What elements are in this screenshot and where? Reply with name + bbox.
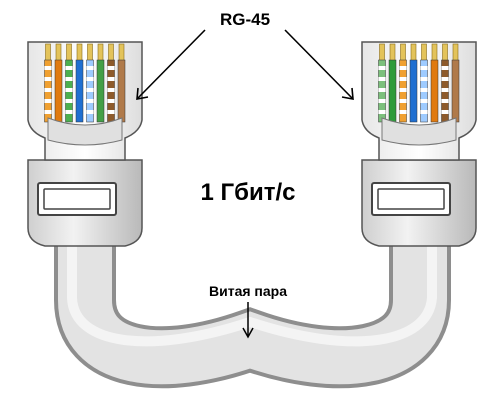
right-wire-stripe: [420, 66, 428, 70]
right-wire-stripe: [441, 66, 449, 70]
right-wire-8: [451, 59, 460, 123]
left-wire-2: [54, 59, 63, 123]
right-contact-pins: [379, 43, 459, 63]
right-wire-group: [378, 59, 460, 123]
right-wire-stripe: [441, 88, 449, 92]
left-contact-pin-4: [76, 43, 83, 63]
left-contact-pin-3: [66, 43, 72, 63]
right-wire-2: [388, 59, 397, 123]
left-wire-stripe: [65, 66, 73, 70]
right-rj45-connector: [361, 41, 477, 247]
right-wire-stripe: [420, 88, 428, 92]
left-wire-stripe: [65, 77, 73, 81]
left-wire-8: [117, 59, 126, 123]
right-wire-stripe: [399, 88, 407, 92]
left-wire-stripe: [86, 110, 94, 114]
left-wire-4: [75, 59, 84, 123]
left-wire-stripe: [44, 77, 52, 81]
right-wire-stripe: [441, 110, 449, 114]
left-rj45-connector: [27, 41, 143, 247]
right-wire-stripe: [378, 99, 386, 103]
left-wire-stripe: [107, 66, 115, 70]
left-wire-stripe: [65, 110, 73, 114]
left-wire-stripe: [86, 99, 94, 103]
cable-type-label: Витая пара: [209, 283, 287, 299]
left-contact-pin-1: [45, 43, 51, 63]
left-wire-stripe: [44, 110, 52, 114]
right-contact-pin-8: [452, 43, 459, 63]
left-contact-pin-2: [55, 43, 62, 63]
left-wire-6: [96, 59, 105, 123]
left-wire-stripe: [107, 88, 115, 92]
right-wire-stripe: [420, 77, 428, 81]
cable-pointer-arrow: [242, 302, 254, 339]
right-wire-stripe: [399, 66, 407, 70]
left-wire-stripe: [107, 77, 115, 81]
left-boot-latch: [37, 182, 117, 216]
left-wire-stripe: [65, 88, 73, 92]
left-contact-pin-7: [108, 43, 114, 63]
right-wire-stripe: [378, 77, 386, 81]
cable-shine: [67, 235, 437, 347]
left-wire-stripe: [44, 66, 52, 70]
left-wire-stripe: [86, 77, 94, 81]
connector-pointer-arrows: [136, 29, 354, 100]
right-contact-pin-4: [410, 43, 417, 63]
left-wire-stripe: [107, 110, 115, 114]
right-wire-stripe: [420, 110, 428, 114]
right-wire-stripe: [399, 110, 407, 114]
right-wire-stripe: [378, 110, 386, 114]
right-wire-stripe: [441, 99, 449, 103]
right-contact-pin-2: [389, 43, 396, 63]
right-contact-pin-6: [431, 43, 438, 63]
right-wire-stripe: [441, 77, 449, 81]
right-contact-pin-5: [421, 43, 427, 63]
right-boot-latch: [371, 182, 451, 216]
arrow-to-right-connector: [284, 29, 353, 99]
left-contact-pin-5: [87, 43, 93, 63]
right-wire-stripe: [420, 99, 428, 103]
left-wire-group: [44, 59, 126, 123]
right-contact-pin-7: [442, 43, 448, 63]
arrow-to-left-connector: [137, 29, 206, 99]
left-wire-stripe: [86, 66, 94, 70]
left-wire-stripe: [44, 99, 52, 103]
right-wire-4: [409, 59, 418, 123]
right-contact-pin-1: [379, 43, 385, 63]
left-wire-stripe: [44, 88, 52, 92]
left-contact-pin-8: [118, 43, 125, 63]
left-wire-stripe: [107, 99, 115, 103]
left-wire-stripe: [65, 99, 73, 103]
left-contact-pin-6: [97, 43, 104, 63]
twisted-pair-cable: [54, 228, 451, 389]
right-wire-stripe: [378, 88, 386, 92]
connector-type-label: RG-45: [220, 10, 270, 29]
speed-label: 1 Гбит/с: [201, 179, 296, 206]
right-wire-6: [430, 59, 439, 123]
left-wire-stripe: [86, 88, 94, 92]
right-contact-pin-3: [400, 43, 406, 63]
right-wire-stripe: [399, 77, 407, 81]
right-wire-stripe: [378, 66, 386, 70]
right-wire-stripe: [399, 99, 407, 103]
